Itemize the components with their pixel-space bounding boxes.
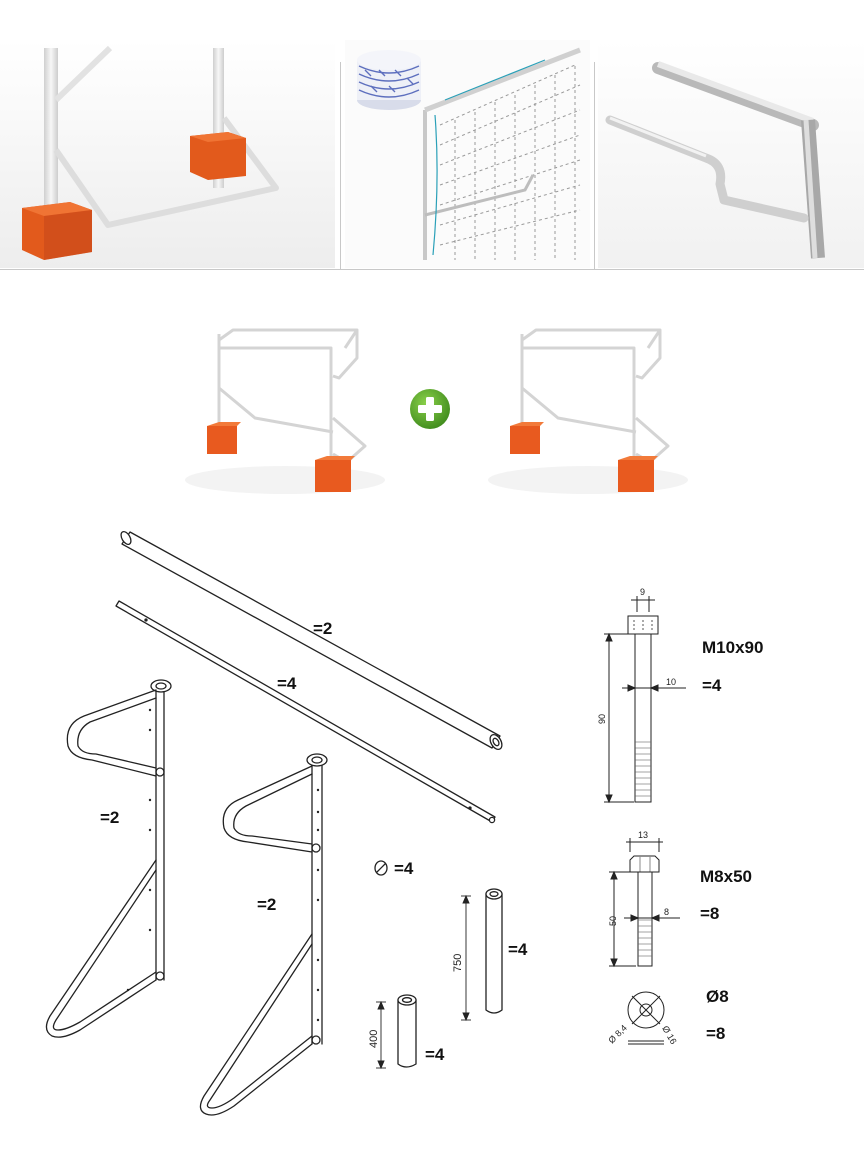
end-cap-icon	[374, 860, 388, 876]
goal-assembly-left	[175, 318, 385, 498]
goal-assembly-right	[478, 318, 688, 498]
frame-corner-photo	[598, 40, 864, 268]
washer-drawing	[627, 991, 665, 1045]
bolt1-dia-dim: 10	[666, 677, 676, 687]
washer-name: Ø8	[706, 987, 729, 1006]
net-rope-photo	[345, 40, 590, 268]
weight-block	[315, 456, 355, 492]
side-frame-right	[199, 753, 328, 1116]
washer-qty: =8	[706, 1024, 726, 1043]
bolt-m8x50-drawing	[609, 838, 680, 968]
bolt2-qty: =8	[700, 904, 720, 923]
sleeve-750-dim: 750	[452, 954, 464, 972]
sleeve-400-dim: 400	[368, 1030, 380, 1048]
sleeve-750-qty: =4	[508, 940, 528, 959]
bolt-m10x90-drawing	[604, 596, 686, 804]
bolt2-dia-dim: 8	[664, 907, 669, 917]
weight-block	[207, 422, 241, 454]
bolt1-qty: =4	[702, 676, 722, 695]
support-bar	[115, 600, 496, 824]
side-frame-left	[45, 679, 172, 1038]
bolt2-head-dim: 13	[638, 830, 648, 840]
weight-block	[618, 456, 658, 492]
right-frame-qty: =2	[257, 895, 277, 914]
bolt1-len-dim: 90	[597, 714, 607, 724]
bolt2-len-dim: 50	[608, 916, 618, 926]
bar-qty: =4	[277, 674, 297, 693]
rope-spool-icon	[357, 50, 421, 110]
weight-block	[22, 202, 92, 260]
crossbar-tube	[120, 530, 503, 751]
bolt2-name: M8x50	[700, 867, 752, 886]
goal-base-photo	[0, 40, 335, 268]
plus-icon	[408, 387, 452, 431]
weight-block	[510, 422, 544, 454]
bolt1-head-dim: 9	[640, 587, 645, 597]
sleeve-400	[397, 994, 417, 1068]
cap-qty: =4	[394, 859, 414, 878]
left-frame-qty: =2	[100, 808, 120, 827]
sleeve-400-qty: =4	[425, 1045, 445, 1064]
parts-drawing: 750 400 9 10 90	[45, 530, 686, 1116]
crossbar-qty: =2	[313, 619, 333, 638]
divider	[594, 62, 595, 270]
washer-inner-dim: Ø 8,4	[606, 1023, 629, 1046]
weight-block	[190, 132, 246, 180]
washer-outer-dim: Ø 16	[660, 1024, 678, 1046]
sleeve-750	[485, 888, 503, 1014]
divider	[340, 62, 341, 270]
bolt1-name: M10x90	[702, 638, 764, 657]
strip-bottom-rule	[0, 269, 864, 270]
